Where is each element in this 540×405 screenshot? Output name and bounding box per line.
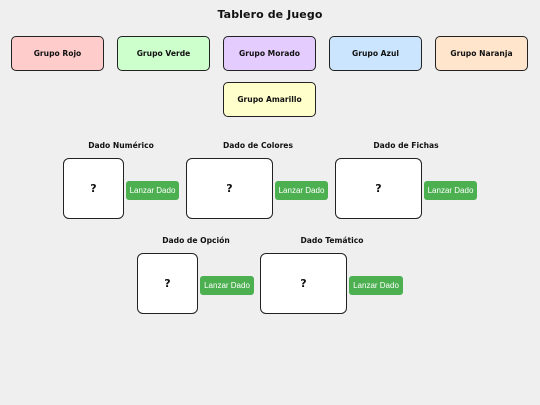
group-morado-button[interactable]: Grupo Morado [223, 36, 316, 71]
die-fichas: ? [335, 158, 422, 219]
group-verde-button[interactable]: Grupo Verde [117, 36, 210, 71]
group-amarillo-button[interactable]: Grupo Amarillo [223, 82, 316, 117]
group-naranja-button[interactable]: Grupo Naranja [435, 36, 528, 71]
die-numerico: ? [63, 158, 124, 219]
board-title: Tablero de Juego [217, 8, 323, 21]
die-label-colores: Dado de Colores [223, 141, 293, 150]
roll-button-opcion[interactable]: Lanzar Dado [200, 276, 254, 295]
roll-button-tematico[interactable]: Lanzar Dado [349, 276, 403, 295]
die-colores: ? [186, 158, 273, 219]
roll-button-numerico[interactable]: Lanzar Dado [126, 181, 179, 200]
die-tematico: ? [260, 253, 347, 314]
roll-button-colores[interactable]: Lanzar Dado [275, 181, 328, 200]
die-label-numerico: Dado Numérico [88, 141, 154, 150]
die-opcion: ? [137, 253, 198, 314]
group-rojo-button[interactable]: Grupo Rojo [11, 36, 104, 71]
die-label-tematico: Dado Temático [300, 236, 364, 245]
roll-button-fichas[interactable]: Lanzar Dado [424, 181, 477, 200]
die-label-opcion: Dado de Opción [162, 236, 230, 245]
group-azul-button[interactable]: Grupo Azul [329, 36, 422, 71]
die-label-fichas: Dado de Fichas [373, 141, 439, 150]
